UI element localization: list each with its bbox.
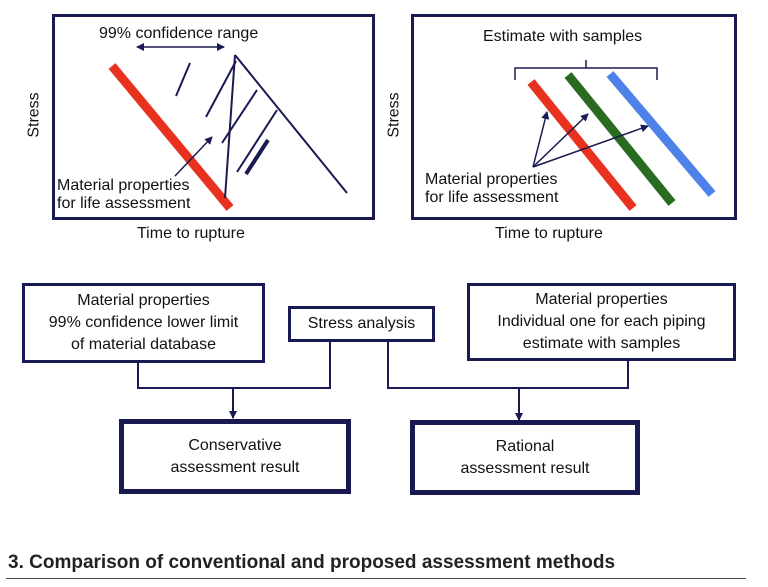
right-material-label-1: Material properties bbox=[425, 171, 558, 188]
material-samples-line-1: Material properties bbox=[535, 291, 668, 308]
confidence-envelope-line bbox=[234, 54, 348, 194]
right-red-sample-line bbox=[527, 79, 637, 211]
confidence-range-label: 99% confidence range bbox=[99, 25, 259, 42]
section-heading: 3. Comparison of conventional and propos… bbox=[8, 552, 616, 573]
confidence-lower-line bbox=[224, 54, 236, 199]
right-green-sample-line bbox=[564, 72, 676, 206]
scatter-dash-marks bbox=[175, 60, 278, 176]
stress-analysis-box: Stress analysis bbox=[288, 306, 435, 342]
heading-underline bbox=[6, 578, 746, 579]
left-x-axis-label: Time to rupture bbox=[137, 225, 245, 242]
right-chart-panel bbox=[411, 14, 737, 220]
left-material-label-1: Material properties bbox=[57, 177, 190, 194]
right-material-label-2: for life assessment bbox=[425, 189, 559, 206]
material-db-line-2: 99% confidence lower limit bbox=[48, 314, 239, 331]
pointer-arrow-blue bbox=[532, 124, 649, 168]
pointer-arrow-red bbox=[532, 111, 550, 168]
estimate-brace bbox=[514, 60, 658, 80]
stress-analysis-label: Stress analysis bbox=[307, 315, 416, 332]
left-material-pointer-arrow bbox=[174, 136, 213, 177]
conservative-result-line-2: assessment result bbox=[170, 458, 300, 476]
material-samples-box: Material properties Individual one for e… bbox=[467, 283, 736, 361]
material-samples-line-3: estimate with samples bbox=[522, 335, 681, 352]
rational-result-line-1: Rational bbox=[495, 437, 555, 455]
flow-connectors bbox=[137, 341, 629, 421]
left-material-label-2: for life assessment bbox=[57, 195, 191, 212]
left-red-property-line bbox=[108, 63, 234, 211]
conservative-result-box: Conservative assessment result bbox=[119, 419, 351, 494]
material-db-box: Material properties 99% confidence lower… bbox=[22, 283, 265, 363]
material-samples-line-2: Individual one for each piping bbox=[497, 313, 706, 330]
rational-result-line-2: assessment result bbox=[460, 459, 590, 477]
right-x-axis-label: Time to rupture bbox=[495, 225, 603, 242]
right-blue-sample-line bbox=[606, 71, 716, 197]
material-db-line-3: of material database bbox=[71, 336, 216, 353]
pointer-arrow-green bbox=[532, 113, 589, 168]
rational-result-box: Rational assessment result bbox=[410, 420, 640, 495]
material-db-line-1: Material properties bbox=[77, 292, 210, 309]
estimate-with-samples-label: Estimate with samples bbox=[483, 28, 643, 45]
conservative-result-line-1: Conservative bbox=[188, 436, 282, 454]
